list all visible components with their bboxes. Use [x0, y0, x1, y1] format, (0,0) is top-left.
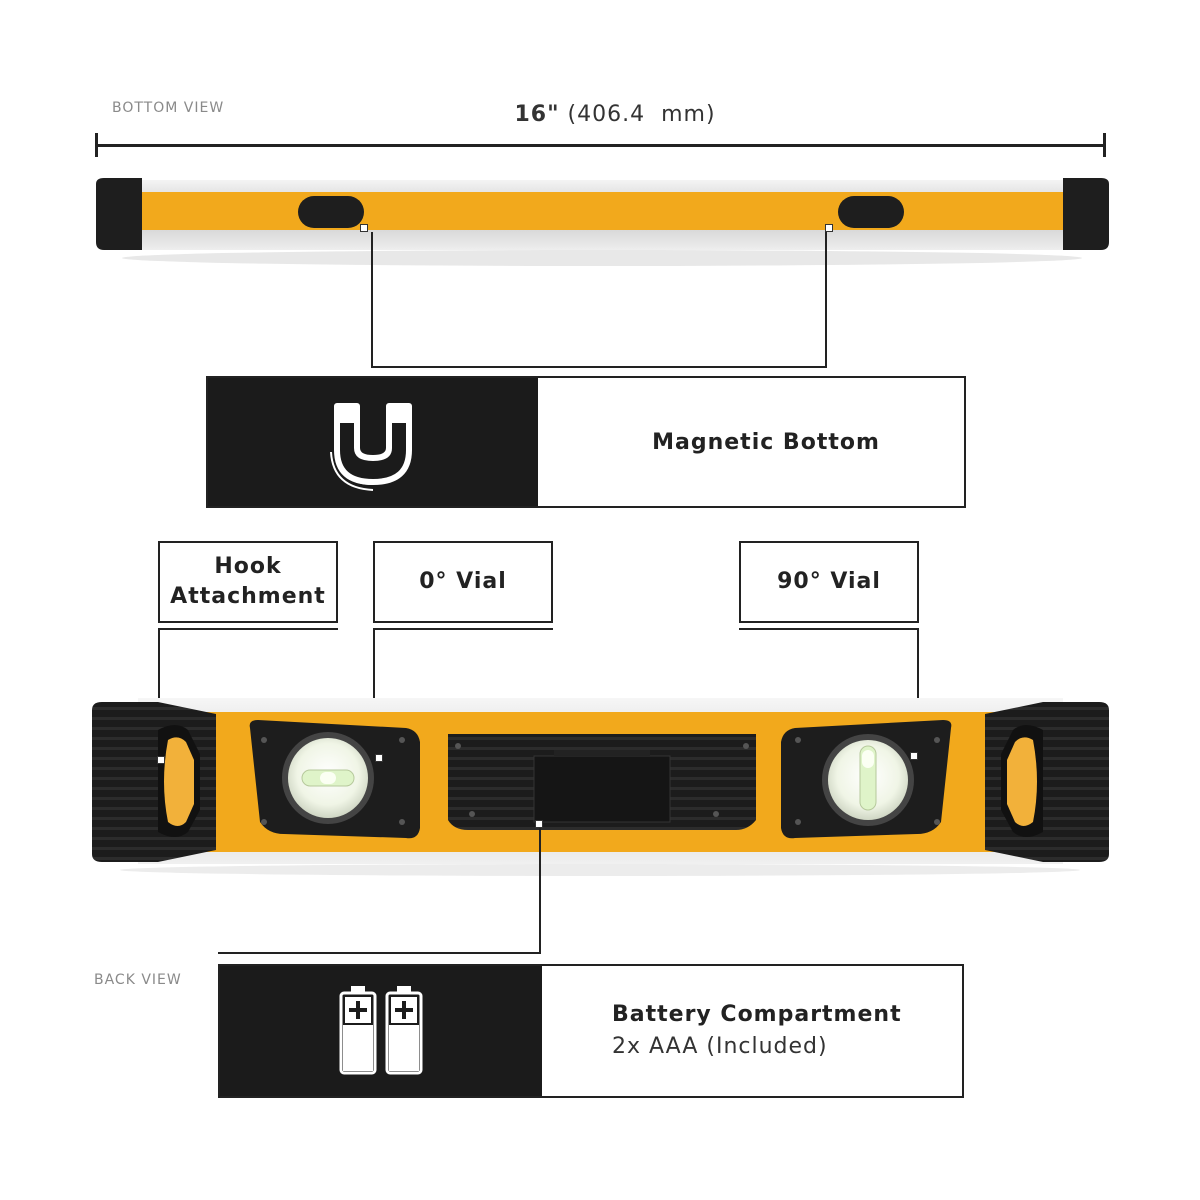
battery-text: Battery Compartment 2x AAA (Included) — [542, 966, 962, 1096]
connector-battery-vertical — [539, 828, 541, 954]
magnet-pad-left — [298, 196, 364, 228]
callout-90-vial: 90° Vial — [739, 541, 919, 623]
callout-hook-line1: Hook — [214, 554, 282, 579]
connector-vial0-vertical — [373, 628, 375, 758]
callout-dot-vial0 — [375, 754, 383, 762]
magnet-icon-cell — [208, 378, 538, 506]
bottom-view-label: BOTTOM VIEW — [112, 100, 225, 116]
magnet-pad-right — [838, 196, 904, 228]
connector-vial90-top — [739, 628, 919, 630]
callout-0-vial: 0° Vial — [373, 541, 553, 623]
level-bottom-view — [96, 178, 1109, 266]
connector-hook-top — [158, 628, 338, 630]
magnetic-bottom-label: Magnetic Bottom — [652, 429, 880, 455]
dimension-tick-left — [95, 133, 98, 157]
callout-hook-line2: Attachment — [170, 584, 326, 609]
dimension-tick-right — [1103, 133, 1106, 157]
magnet-icon — [330, 403, 412, 491]
battery-subtitle: 2x AAA (Included) — [612, 1034, 828, 1059]
connector-vial0-top — [373, 628, 553, 630]
callout-dot-magnet-left — [360, 224, 368, 232]
length-mm: (406.4 mm) — [567, 102, 716, 127]
battery-compartment-box: Battery Compartment 2x AAA (Included) — [218, 964, 964, 1098]
callout-dot-vial90 — [910, 752, 918, 760]
connector-magnet-bottom — [371, 366, 827, 368]
connector-battery-horizontal — [218, 952, 541, 954]
length-inches: 16" — [514, 102, 560, 127]
battery-title: Battery Compartment — [612, 1002, 902, 1027]
connector-magnet-right — [825, 232, 827, 368]
callout-dot-hook — [157, 756, 165, 764]
connector-hook-vertical — [158, 628, 160, 760]
magnetic-bottom-box: Magnetic Bottom — [206, 376, 966, 508]
battery-icon-cell — [220, 966, 542, 1096]
level-back-view — [92, 698, 1109, 876]
connector-magnet-left — [371, 232, 373, 368]
callout-dot-battery — [535, 820, 543, 828]
battery-icon — [339, 986, 423, 1075]
connector-vial90-vertical — [917, 628, 919, 756]
callout-dot-magnet-right — [825, 224, 833, 232]
callout-hook-attachment: Hook Attachment — [158, 541, 338, 623]
dimension-line — [96, 144, 1106, 147]
length-dimension: 16" (406.4 mm) — [0, 102, 1200, 127]
back-view-label: BACK VIEW — [94, 972, 182, 988]
